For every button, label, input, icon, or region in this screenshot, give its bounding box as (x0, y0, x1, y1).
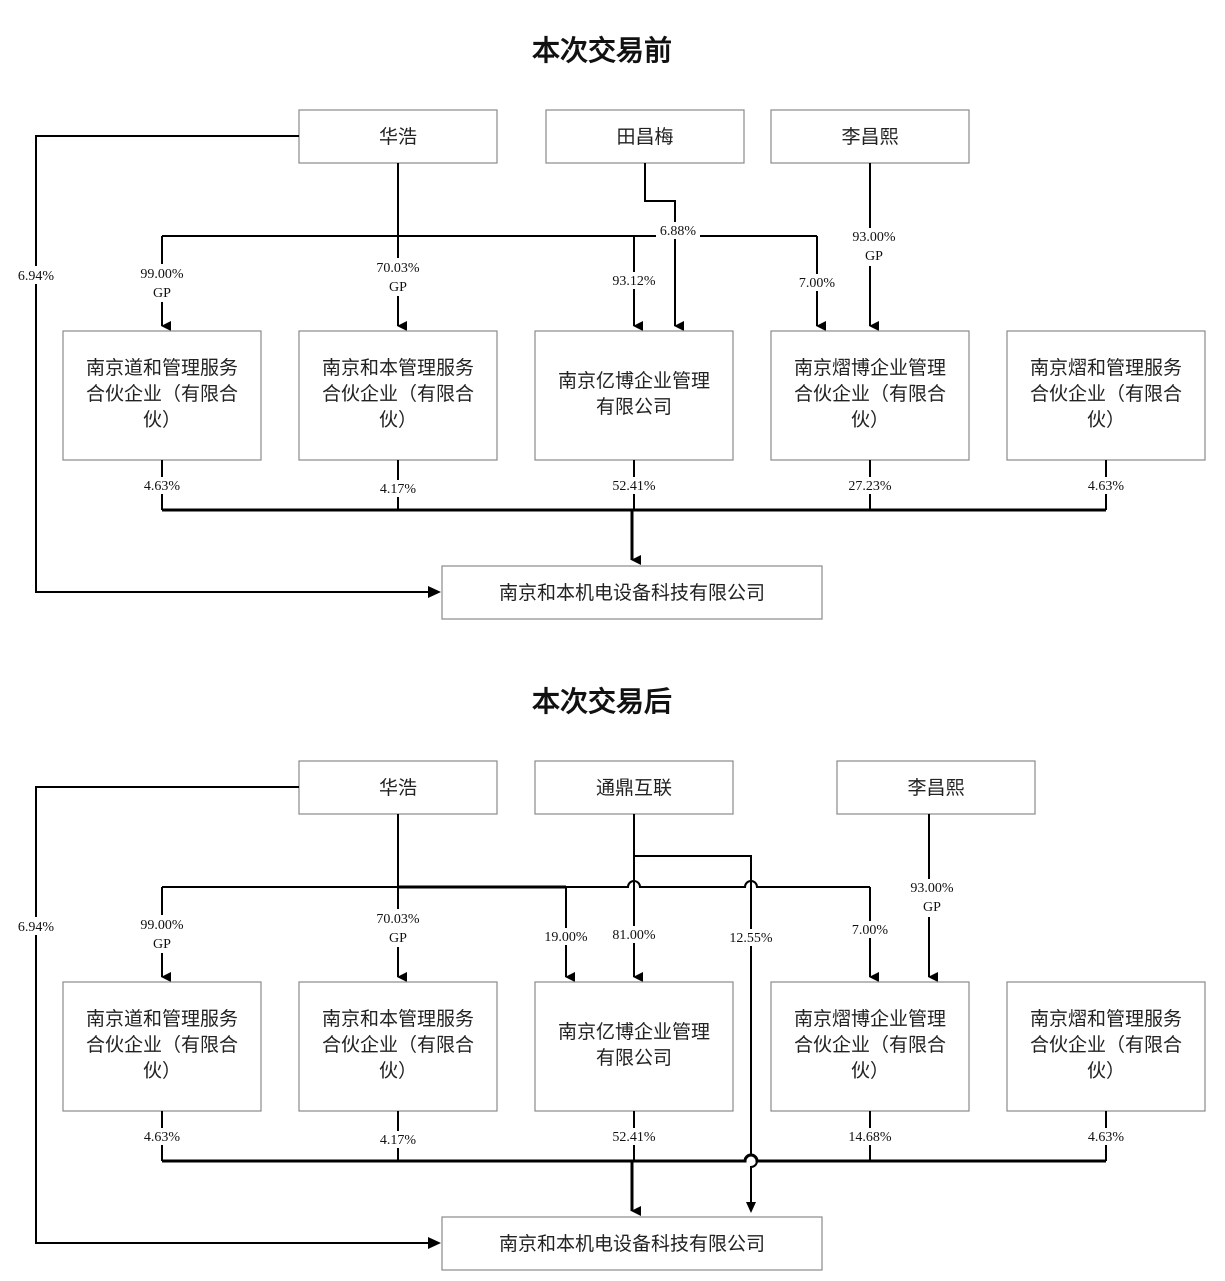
svg-text:伙）: 伙） (143, 1060, 181, 1082)
entity-heben-mgmt: 南京和本管理服务 合伙企业（有限合 伙） (298, 981, 498, 1112)
pct-label: 4.63% (144, 1130, 181, 1145)
entity-xihe: 南京熠和管理服务 合伙企业（有限合 伙） (1006, 330, 1206, 461)
pct-label: 6.94% (18, 269, 55, 284)
pct-label: 93.00% (852, 230, 896, 245)
edge-huahao-target (35, 786, 438, 1244)
shareholder-label: 李昌熙 (841, 126, 898, 148)
svg-text:合伙企业（有限合: 合伙企业（有限合 (794, 383, 946, 405)
svg-text:伙）: 伙） (1087, 1060, 1125, 1082)
svg-text:南京熠和管理服务: 南京熠和管理服务 (1030, 1008, 1182, 1030)
pct-label: 14.68% (848, 1130, 892, 1145)
svg-text:合伙企业（有限合: 合伙企业（有限合 (322, 383, 474, 405)
svg-text:南京熠博企业管理: 南京熠博企业管理 (794, 1008, 946, 1030)
target-company-before: 南京和本机电设备科技有限公司 (441, 565, 823, 620)
title-before: 本次交易前 (532, 34, 672, 67)
svg-text:南京道和管理服务: 南京道和管理服务 (86, 1008, 238, 1030)
shareholder-huahao: 华浩 (298, 760, 498, 815)
gp-label: GP (153, 937, 171, 952)
pct-label: 52.41% (612, 1130, 656, 1145)
pct-label: 4.63% (144, 479, 181, 494)
gp-label: GP (153, 286, 171, 301)
target-company-after: 南京和本机电设备科技有限公司 (441, 1216, 823, 1271)
svg-text:南京和本管理服务: 南京和本管理服务 (322, 357, 474, 379)
pct-label: 6.94% (18, 920, 55, 935)
pct-label: 99.00% (140, 918, 184, 933)
arrow-head-icon (746, 1202, 756, 1213)
pct-label: 99.00% (140, 267, 184, 282)
shareholder-huahao: 华浩 (298, 109, 498, 164)
shareholder-label: 田昌梅 (616, 126, 673, 148)
svg-text:有限公司: 有限公司 (596, 396, 672, 418)
entity-xibo: 南京熠博企业管理 合伙企业（有限合 伙） (770, 330, 970, 461)
gp-label: GP (389, 280, 407, 295)
gp-label: GP (923, 900, 941, 915)
edge-tian-yibo (644, 163, 684, 331)
pct-label: 7.00% (799, 276, 836, 291)
pct-label: 4.17% (380, 1133, 417, 1148)
svg-text:伙）: 伙） (1087, 409, 1125, 431)
pct-label: 52.41% (612, 479, 656, 494)
pct-label: 4.63% (1088, 479, 1125, 494)
svg-text:南京和本管理服务: 南京和本管理服务 (322, 1008, 474, 1030)
svg-text:伙）: 伙） (143, 409, 181, 431)
svg-text:伙）: 伙） (379, 409, 417, 431)
entity-daohe: 南京道和管理服务 合伙企业（有限合 伙） (62, 981, 262, 1112)
svg-text:合伙企业（有限合: 合伙企业（有限合 (86, 383, 238, 405)
gp-label: GP (389, 931, 407, 946)
bus-target (162, 1153, 1106, 1163)
shareholder-lichangxi: 李昌熙 (770, 109, 970, 164)
pct-label: 4.17% (380, 482, 417, 497)
bus-huahao (162, 880, 870, 888)
shareholder-label: 李昌熙 (907, 777, 964, 799)
svg-text:南京亿博企业管理: 南京亿博企业管理 (558, 1021, 710, 1043)
svg-text:南京亿博企业管理: 南京亿博企业管理 (558, 370, 710, 392)
svg-text:伙）: 伙） (379, 1060, 417, 1082)
pct-label: 4.63% (1088, 1130, 1125, 1145)
svg-text:合伙企业（有限合: 合伙企业（有限合 (1030, 383, 1182, 405)
arrow-head-icon (428, 1237, 441, 1249)
svg-text:南京道和管理服务: 南京道和管理服务 (86, 357, 238, 379)
gp-label: GP (865, 249, 883, 264)
pct-label: 7.00% (852, 923, 889, 938)
pct-label: 81.00% (612, 928, 656, 943)
entity-daohe: 南京道和管理服务 合伙企业（有限合 伙） (62, 330, 262, 461)
title-after: 本次交易后 (532, 685, 672, 718)
svg-text:南京和本机电设备科技有限公司: 南京和本机电设备科技有限公司 (499, 1233, 765, 1255)
svg-text:合伙企业（有限合: 合伙企业（有限合 (86, 1034, 238, 1056)
entity-yibo: 南京亿博企业管理 有限公司 (534, 330, 734, 461)
svg-text:合伙企业（有限合: 合伙企业（有限合 (322, 1034, 474, 1056)
svg-text:伙）: 伙） (851, 409, 889, 431)
entity-heben-mgmt: 南京和本管理服务 合伙企业（有限合 伙） (298, 330, 498, 461)
diagram-before: 本次交易前 华浩 田昌梅 李昌熙 6.94% 99.00% GP 70 (8, 34, 1206, 620)
pct-label: 19.00% (544, 930, 588, 945)
entity-yibo: 南京亿博企业管理 有限公司 (534, 981, 734, 1112)
shareholder-lichangxi: 李昌熙 (836, 760, 1036, 815)
edge-huahao-target (35, 135, 438, 593)
svg-text:南京和本机电设备科技有限公司: 南京和本机电设备科技有限公司 (499, 582, 765, 604)
svg-text:合伙企业（有限合: 合伙企业（有限合 (794, 1034, 946, 1056)
svg-text:有限公司: 有限公司 (596, 1047, 672, 1069)
entity-xihe: 南京熠和管理服务 合伙企业（有限合 伙） (1006, 981, 1206, 1112)
svg-text:南京熠博企业管理: 南京熠博企业管理 (794, 357, 946, 379)
shareholder-label: 通鼎互联 (596, 777, 672, 799)
shareholder-tongding: 通鼎互联 (534, 760, 734, 815)
shareholder-label: 华浩 (379, 126, 417, 148)
svg-text:合伙企业（有限合: 合伙企业（有限合 (1030, 1034, 1182, 1056)
shareholder-tianchangmei: 田昌梅 (545, 109, 745, 164)
pct-label: 70.03% (376, 912, 420, 927)
arrow-head-icon (428, 586, 441, 598)
pct-label: 70.03% (376, 261, 420, 276)
pct-label: 27.23% (848, 479, 892, 494)
pct-label: 93.00% (910, 881, 954, 896)
diagram-after: 本次交易后 华浩 通鼎互联 李昌熙 6.94% 99.00% GP 7 (8, 685, 1206, 1271)
shareholder-label: 华浩 (379, 777, 417, 799)
entity-xibo: 南京熠博企业管理 合伙企业（有限合 伙） (770, 981, 970, 1112)
pct-label: 12.55% (729, 931, 773, 946)
svg-text:南京熠和管理服务: 南京熠和管理服务 (1030, 357, 1182, 379)
pct-label: 6.88% (660, 224, 697, 239)
svg-text:伙）: 伙） (851, 1060, 889, 1082)
pct-label: 93.12% (612, 274, 656, 289)
